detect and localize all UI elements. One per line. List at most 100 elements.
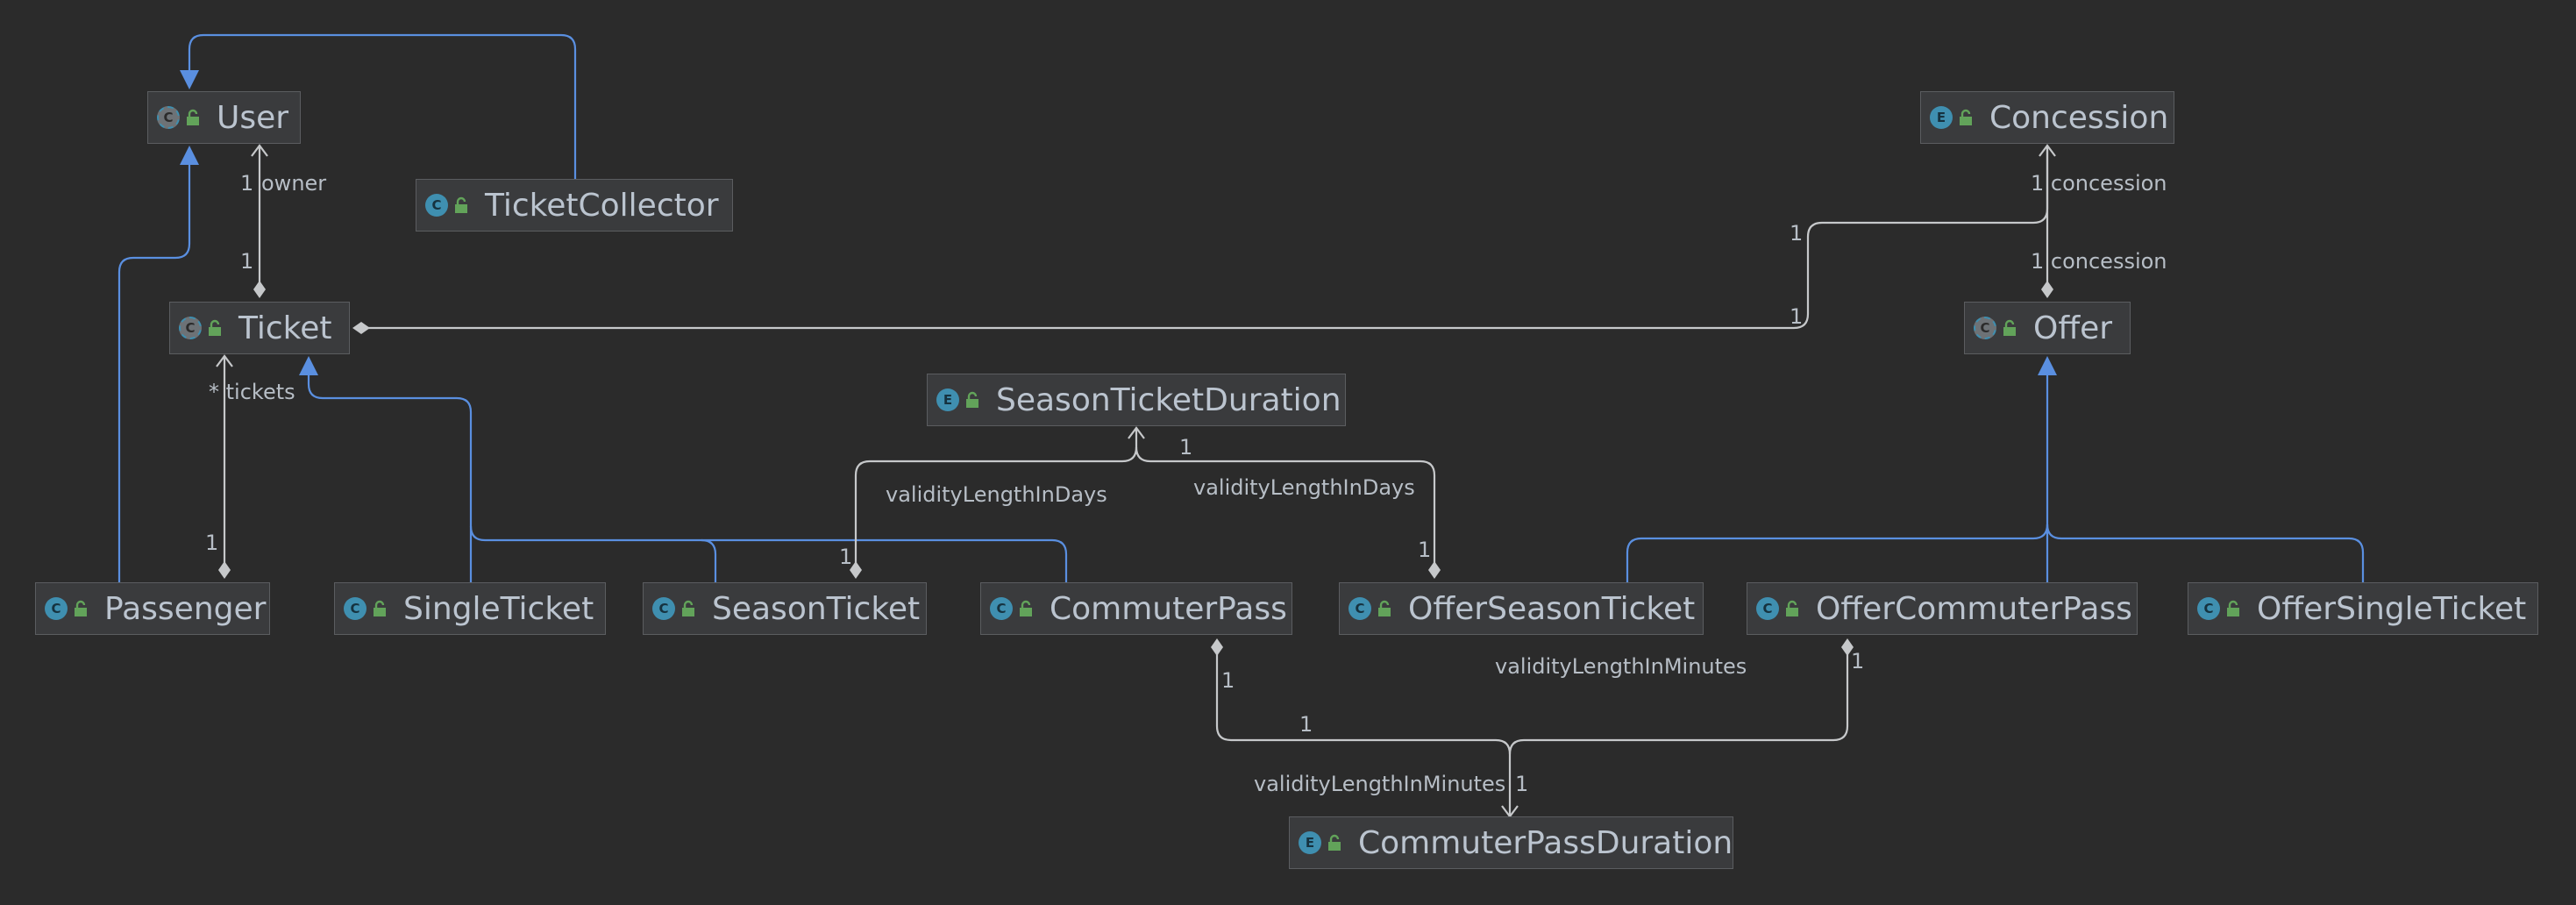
edge-offercommuterpass-duration bbox=[1508, 647, 1849, 755]
label-owner-mult-ticket: 1 bbox=[240, 249, 254, 274]
class-passenger[interactable]: C Passenger bbox=[35, 582, 270, 635]
public-visibility-icon bbox=[209, 319, 221, 336]
enum-concession[interactable]: E Concession bbox=[1920, 91, 2174, 144]
label-concession-start: 1 concession bbox=[2031, 249, 2167, 274]
class-name: SeasonTicketDuration bbox=[996, 381, 1341, 418]
edge-offerseasonticket-duration bbox=[1135, 446, 1436, 570]
public-visibility-icon bbox=[966, 391, 978, 408]
label-cpd-mult-end: 1 bbox=[1515, 772, 1529, 796]
class-name: CommuterPassDuration bbox=[1358, 824, 1733, 861]
class-icon: C bbox=[2197, 597, 2220, 620]
edge-ticketcollector-extends-user bbox=[188, 33, 577, 179]
inheritance-arrowhead-icon bbox=[299, 356, 318, 375]
composition-diamond-icon bbox=[218, 561, 231, 579]
label-ticket-concession-mult-b: 1 bbox=[1790, 304, 1804, 329]
class-name: OfferSeasonTicket bbox=[1408, 590, 1696, 627]
class-name: SingleTicket bbox=[403, 590, 594, 627]
edge-seasonticket-extends-ticket bbox=[469, 525, 717, 582]
composition-diamond-icon bbox=[850, 561, 862, 579]
composition-diamond-icon bbox=[1211, 638, 1223, 656]
class-offerseasonticket[interactable]: C OfferSeasonTicket bbox=[1339, 582, 1704, 635]
public-visibility-icon bbox=[2227, 600, 2239, 616]
edge-commuterpass-duration bbox=[1215, 647, 1512, 816]
public-visibility-icon bbox=[374, 600, 386, 616]
class-seasonticket[interactable]: C SeasonTicket bbox=[643, 582, 927, 635]
class-offer[interactable]: C Offer bbox=[1964, 302, 2131, 354]
abstract-class-icon: C bbox=[157, 106, 180, 129]
public-visibility-icon bbox=[1328, 834, 1341, 851]
public-visibility-icon bbox=[1378, 600, 1391, 616]
label-tickets-role: * tickets bbox=[209, 380, 295, 404]
class-name: OfferCommuterPass bbox=[1816, 590, 2132, 627]
public-visibility-icon bbox=[455, 196, 467, 213]
class-icon: C bbox=[652, 597, 675, 620]
class-offersingleticket[interactable]: C OfferSingleTicket bbox=[2188, 582, 2538, 635]
label-cpd-role: validityLengthInMinutes bbox=[1254, 772, 1506, 796]
composition-diamond-icon bbox=[1428, 561, 1441, 579]
public-visibility-icon bbox=[1020, 600, 1032, 616]
public-visibility-icon bbox=[187, 109, 199, 125]
class-name: TicketCollector bbox=[485, 187, 719, 224]
class-offercommuterpass[interactable]: C OfferCommuterPass bbox=[1747, 582, 2138, 635]
composition-diamond-icon bbox=[253, 281, 266, 298]
edge-singleticket-extends-ticket bbox=[307, 375, 473, 582]
navigable-arrow-icon bbox=[2039, 144, 2056, 157]
label-std-mult: 1 bbox=[1179, 435, 1193, 460]
abstract-class-icon: C bbox=[179, 317, 202, 339]
label-cpd-commuter-mult: 1 bbox=[1221, 668, 1235, 693]
public-visibility-icon bbox=[1960, 109, 1972, 125]
navigable-arrow-icon bbox=[1128, 426, 1145, 439]
label-tickets-mult-passenger: 1 bbox=[205, 531, 219, 555]
class-user[interactable]: C User bbox=[147, 91, 301, 144]
class-icon: C bbox=[990, 597, 1013, 620]
inheritance-arrowhead-icon bbox=[2038, 356, 2057, 375]
class-name: SeasonTicket bbox=[712, 590, 921, 627]
edge-ticket-concession bbox=[361, 146, 2049, 330]
class-icon: C bbox=[344, 597, 366, 620]
label-std-seasonticket-mult: 1 bbox=[839, 545, 853, 569]
navigable-arrow-icon bbox=[251, 144, 268, 157]
enum-icon: E bbox=[936, 388, 959, 411]
class-name: Ticket bbox=[238, 310, 332, 346]
class-icon: C bbox=[1756, 597, 1779, 620]
label-ticket-concession-mult-a: 1 bbox=[1790, 221, 1804, 246]
class-icon: C bbox=[1348, 597, 1371, 620]
edge-passenger-extends-user bbox=[117, 165, 191, 582]
enum-seasonticketduration[interactable]: E SeasonTicketDuration bbox=[927, 374, 1346, 426]
class-singleticket[interactable]: C SingleTicket bbox=[334, 582, 606, 635]
edge-seasonticket-duration bbox=[854, 428, 1138, 570]
abstract-class-icon: C bbox=[1974, 317, 1996, 339]
inheritance-arrowhead-icon bbox=[180, 70, 199, 89]
class-name: Offer bbox=[2033, 310, 2113, 346]
class-ticketcollector[interactable]: C TicketCollector bbox=[416, 179, 733, 232]
label-std-seasonticket-role: validityLengthInDays bbox=[886, 482, 1107, 507]
composition-diamond-icon bbox=[2041, 281, 2053, 298]
inheritance-arrowhead-icon bbox=[180, 146, 199, 165]
enum-commuterpassduration[interactable]: E CommuterPassDuration bbox=[1289, 816, 1733, 869]
class-commuterpass[interactable]: C CommuterPass bbox=[980, 582, 1292, 635]
label-owner-mult-user: 1 bbox=[240, 171, 254, 196]
enum-icon: E bbox=[1930, 106, 1953, 129]
label-std-offerseason-mult: 1 bbox=[1418, 538, 1432, 562]
class-icon: C bbox=[45, 597, 68, 620]
navigable-arrow-icon bbox=[216, 354, 233, 367]
label-cpd-offercommuter-role: validityLengthInMinutes bbox=[1495, 654, 1747, 679]
public-visibility-icon bbox=[75, 600, 87, 616]
class-ticket[interactable]: C Ticket bbox=[169, 302, 350, 354]
label-concession-end: 1 concession bbox=[2031, 171, 2167, 196]
edge-commuterpass-extends-ticket bbox=[701, 538, 1068, 582]
edge-offersingleticket-extends-offer bbox=[2046, 524, 2365, 582]
enum-icon: E bbox=[1299, 831, 1321, 854]
class-name: Passenger bbox=[104, 590, 267, 627]
edge-offerseasonticket-extends-offer bbox=[1626, 524, 2049, 582]
label-std-offerseason-role: validityLengthInDays bbox=[1193, 475, 1415, 500]
public-visibility-icon bbox=[2003, 319, 2016, 336]
class-icon: C bbox=[425, 194, 448, 217]
class-name: User bbox=[217, 99, 289, 136]
class-name: Concession bbox=[1989, 99, 2169, 136]
public-visibility-icon bbox=[682, 600, 694, 616]
class-name: CommuterPass bbox=[1050, 590, 1287, 627]
composition-diamond-icon bbox=[352, 322, 370, 334]
class-name: OfferSingleTicket bbox=[2257, 590, 2527, 627]
